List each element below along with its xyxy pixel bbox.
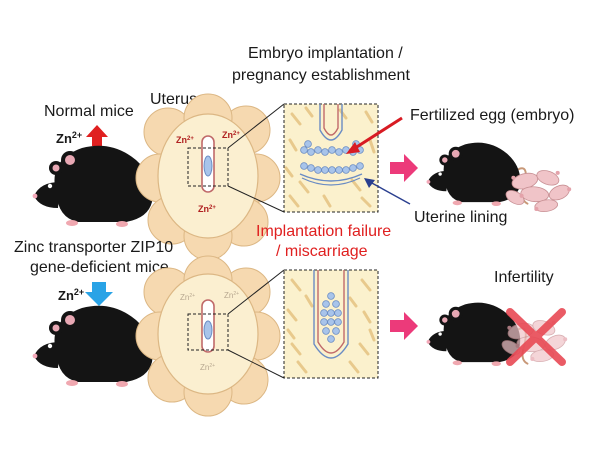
uterus-label: Uterus (150, 91, 197, 108)
zoom-connector (227, 103, 285, 149)
uterine-lining-label: Uterine lining (414, 209, 507, 226)
zinc-mark-faint: Zn2+ (224, 291, 239, 300)
down-arrow-icon (85, 282, 113, 306)
zinc-ion-label: Zn2+ (56, 130, 82, 146)
zinc-mark: Zn2+ (222, 130, 240, 140)
zip10-label-line2: gene-deficient mice (30, 259, 169, 276)
pink-arrow-icon (390, 154, 418, 182)
infertility-label: Infertility (494, 269, 554, 286)
zinc-symbol: Zn (58, 288, 74, 303)
normal-mice-label: Normal mice (44, 103, 134, 120)
zoom-connector (227, 349, 285, 379)
zoom-connector (227, 269, 285, 315)
zip10-label-line1: Zinc transporter ZIP10 (14, 239, 173, 256)
implantation-label-line2: pregnancy establishment (232, 67, 410, 84)
zinc-symbol: Zn (56, 131, 72, 146)
pointer-arrow-embryo (346, 116, 403, 154)
failure-label-line2: / miscarriage (276, 243, 368, 260)
failure-label-line1: Implantation failure (256, 223, 391, 240)
lining-zoom-deficient (283, 269, 379, 379)
zoom-connector (227, 185, 285, 213)
uterus-normal: Zn2+ Zn2+ Zn2+ (135, 93, 281, 261)
zinc-mark-faint: Zn2+ (200, 363, 215, 372)
zoom-box-normal (187, 147, 229, 187)
zinc-charge: 2+ (72, 130, 82, 140)
zinc-mark-faint: Zn2+ (180, 293, 195, 302)
zinc-mark: Zn2+ (176, 135, 194, 145)
cross-icon (506, 308, 566, 366)
up-arrow-icon (86, 125, 108, 146)
uterus-deficient: Zn2+ Zn2+ Zn2+ (135, 255, 281, 417)
pink-arrow-icon (390, 312, 418, 340)
pointer-arrow-lining (364, 178, 411, 205)
zinc-mark: Zn2+ (198, 204, 216, 214)
implantation-label-line1: Embryo implantation / (248, 45, 403, 62)
zinc-down-indicator: Zn2+ (58, 282, 113, 306)
zinc-ion-label: Zn2+ (58, 287, 84, 303)
lining-zoom-normal (283, 103, 379, 213)
fertilized-egg-label: Fertilized egg (embryo) (410, 107, 575, 124)
zoom-box-deficient (187, 313, 229, 351)
zinc-up-indicator: Zn2+ (56, 125, 108, 146)
zinc-charge: 2+ (74, 287, 84, 297)
